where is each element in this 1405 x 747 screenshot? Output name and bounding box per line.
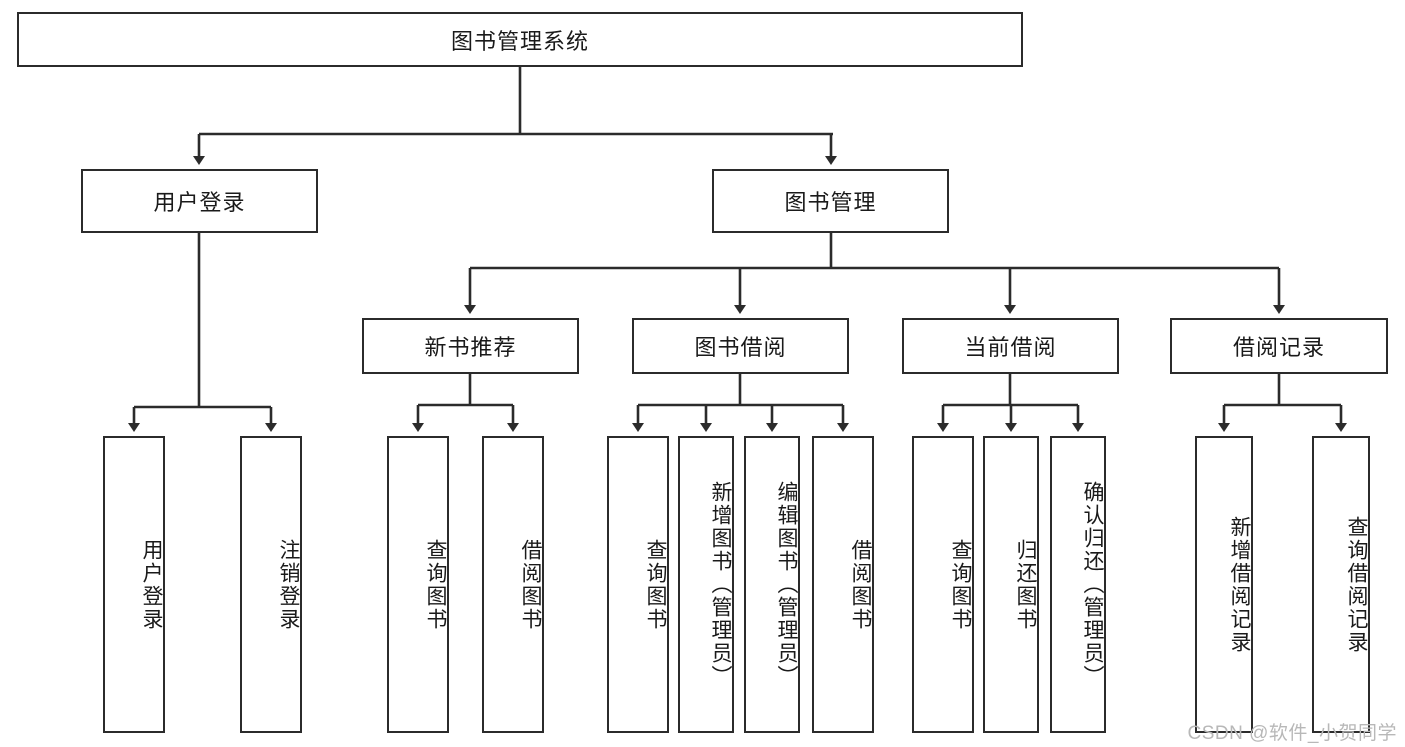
leaf-add-borrow-record-label: 新增借阅记录 bbox=[1228, 515, 1251, 654]
leaf-user-login[interactable]: 用户登录 bbox=[103, 436, 165, 733]
leaf-return-book-label: 归还图书 bbox=[1014, 538, 1037, 631]
leaf-confirm-return-admin[interactable]: 确认归还（管理员） bbox=[1050, 436, 1106, 733]
leaf-edit-book-admin[interactable]: 编辑图书（管理员） bbox=[744, 436, 800, 733]
node-book-management[interactable]: 图书管理 bbox=[712, 169, 949, 233]
node-new-book-recommend[interactable]: 新书推荐 bbox=[362, 318, 579, 374]
leaf-add-book-admin-label: 新增图书（管理员） bbox=[709, 481, 732, 688]
leaf-user-login-label: 用户登录 bbox=[140, 538, 163, 631]
leaf-borrow-book-recommend[interactable]: 借阅图书 bbox=[482, 436, 544, 733]
node-borrow-record-label: 借阅记录 bbox=[1232, 335, 1325, 360]
node-current-borrow[interactable]: 当前借阅 bbox=[902, 318, 1119, 374]
leaf-borrow-book-label: 借阅图书 bbox=[849, 538, 872, 631]
leaf-search-book-recommend-label: 查询图书 bbox=[424, 538, 447, 631]
leaf-confirm-return-admin-label: 确认归还（管理员） bbox=[1081, 481, 1104, 688]
node-new-book-recommend-label: 新书推荐 bbox=[424, 335, 517, 360]
leaf-search-book-current[interactable]: 查询图书 bbox=[912, 436, 974, 733]
leaf-borrow-book-recommend-label: 借阅图书 bbox=[519, 538, 542, 631]
node-user-login-label: 用户登录 bbox=[153, 190, 246, 215]
node-book-management-label: 图书管理 bbox=[784, 190, 877, 215]
leaf-user-logout[interactable]: 注销登录 bbox=[240, 436, 302, 733]
leaf-search-book-borrow-label: 查询图书 bbox=[644, 538, 667, 631]
leaf-borrow-book[interactable]: 借阅图书 bbox=[812, 436, 874, 733]
leaf-search-book-recommend[interactable]: 查询图书 bbox=[387, 436, 449, 733]
node-borrow-record[interactable]: 借阅记录 bbox=[1170, 318, 1388, 374]
leaf-return-book[interactable]: 归还图书 bbox=[983, 436, 1039, 733]
node-user-login[interactable]: 用户登录 bbox=[81, 169, 318, 233]
watermark: CSDN @软件_小贺同学 bbox=[1187, 723, 1397, 744]
leaf-search-book-current-label: 查询图书 bbox=[949, 538, 972, 631]
leaf-search-borrow-record-label: 查询借阅记录 bbox=[1345, 515, 1368, 654]
leaf-add-borrow-record[interactable]: 新增借阅记录 bbox=[1195, 436, 1253, 733]
leaf-search-borrow-record[interactable]: 查询借阅记录 bbox=[1312, 436, 1370, 733]
leaf-user-logout-label: 注销登录 bbox=[277, 538, 300, 631]
leaf-add-book-admin[interactable]: 新增图书（管理员） bbox=[678, 436, 734, 733]
leaf-edit-book-admin-label: 编辑图书（管理员） bbox=[775, 481, 798, 688]
leaf-search-book-borrow[interactable]: 查询图书 bbox=[607, 436, 669, 733]
node-root-label: 图书管理系统 bbox=[450, 28, 589, 54]
node-book-borrow-label: 图书借阅 bbox=[694, 335, 787, 360]
node-book-borrow[interactable]: 图书借阅 bbox=[632, 318, 849, 374]
node-root[interactable]: 图书管理系统 bbox=[17, 12, 1023, 67]
node-current-borrow-label: 当前借阅 bbox=[964, 335, 1057, 360]
